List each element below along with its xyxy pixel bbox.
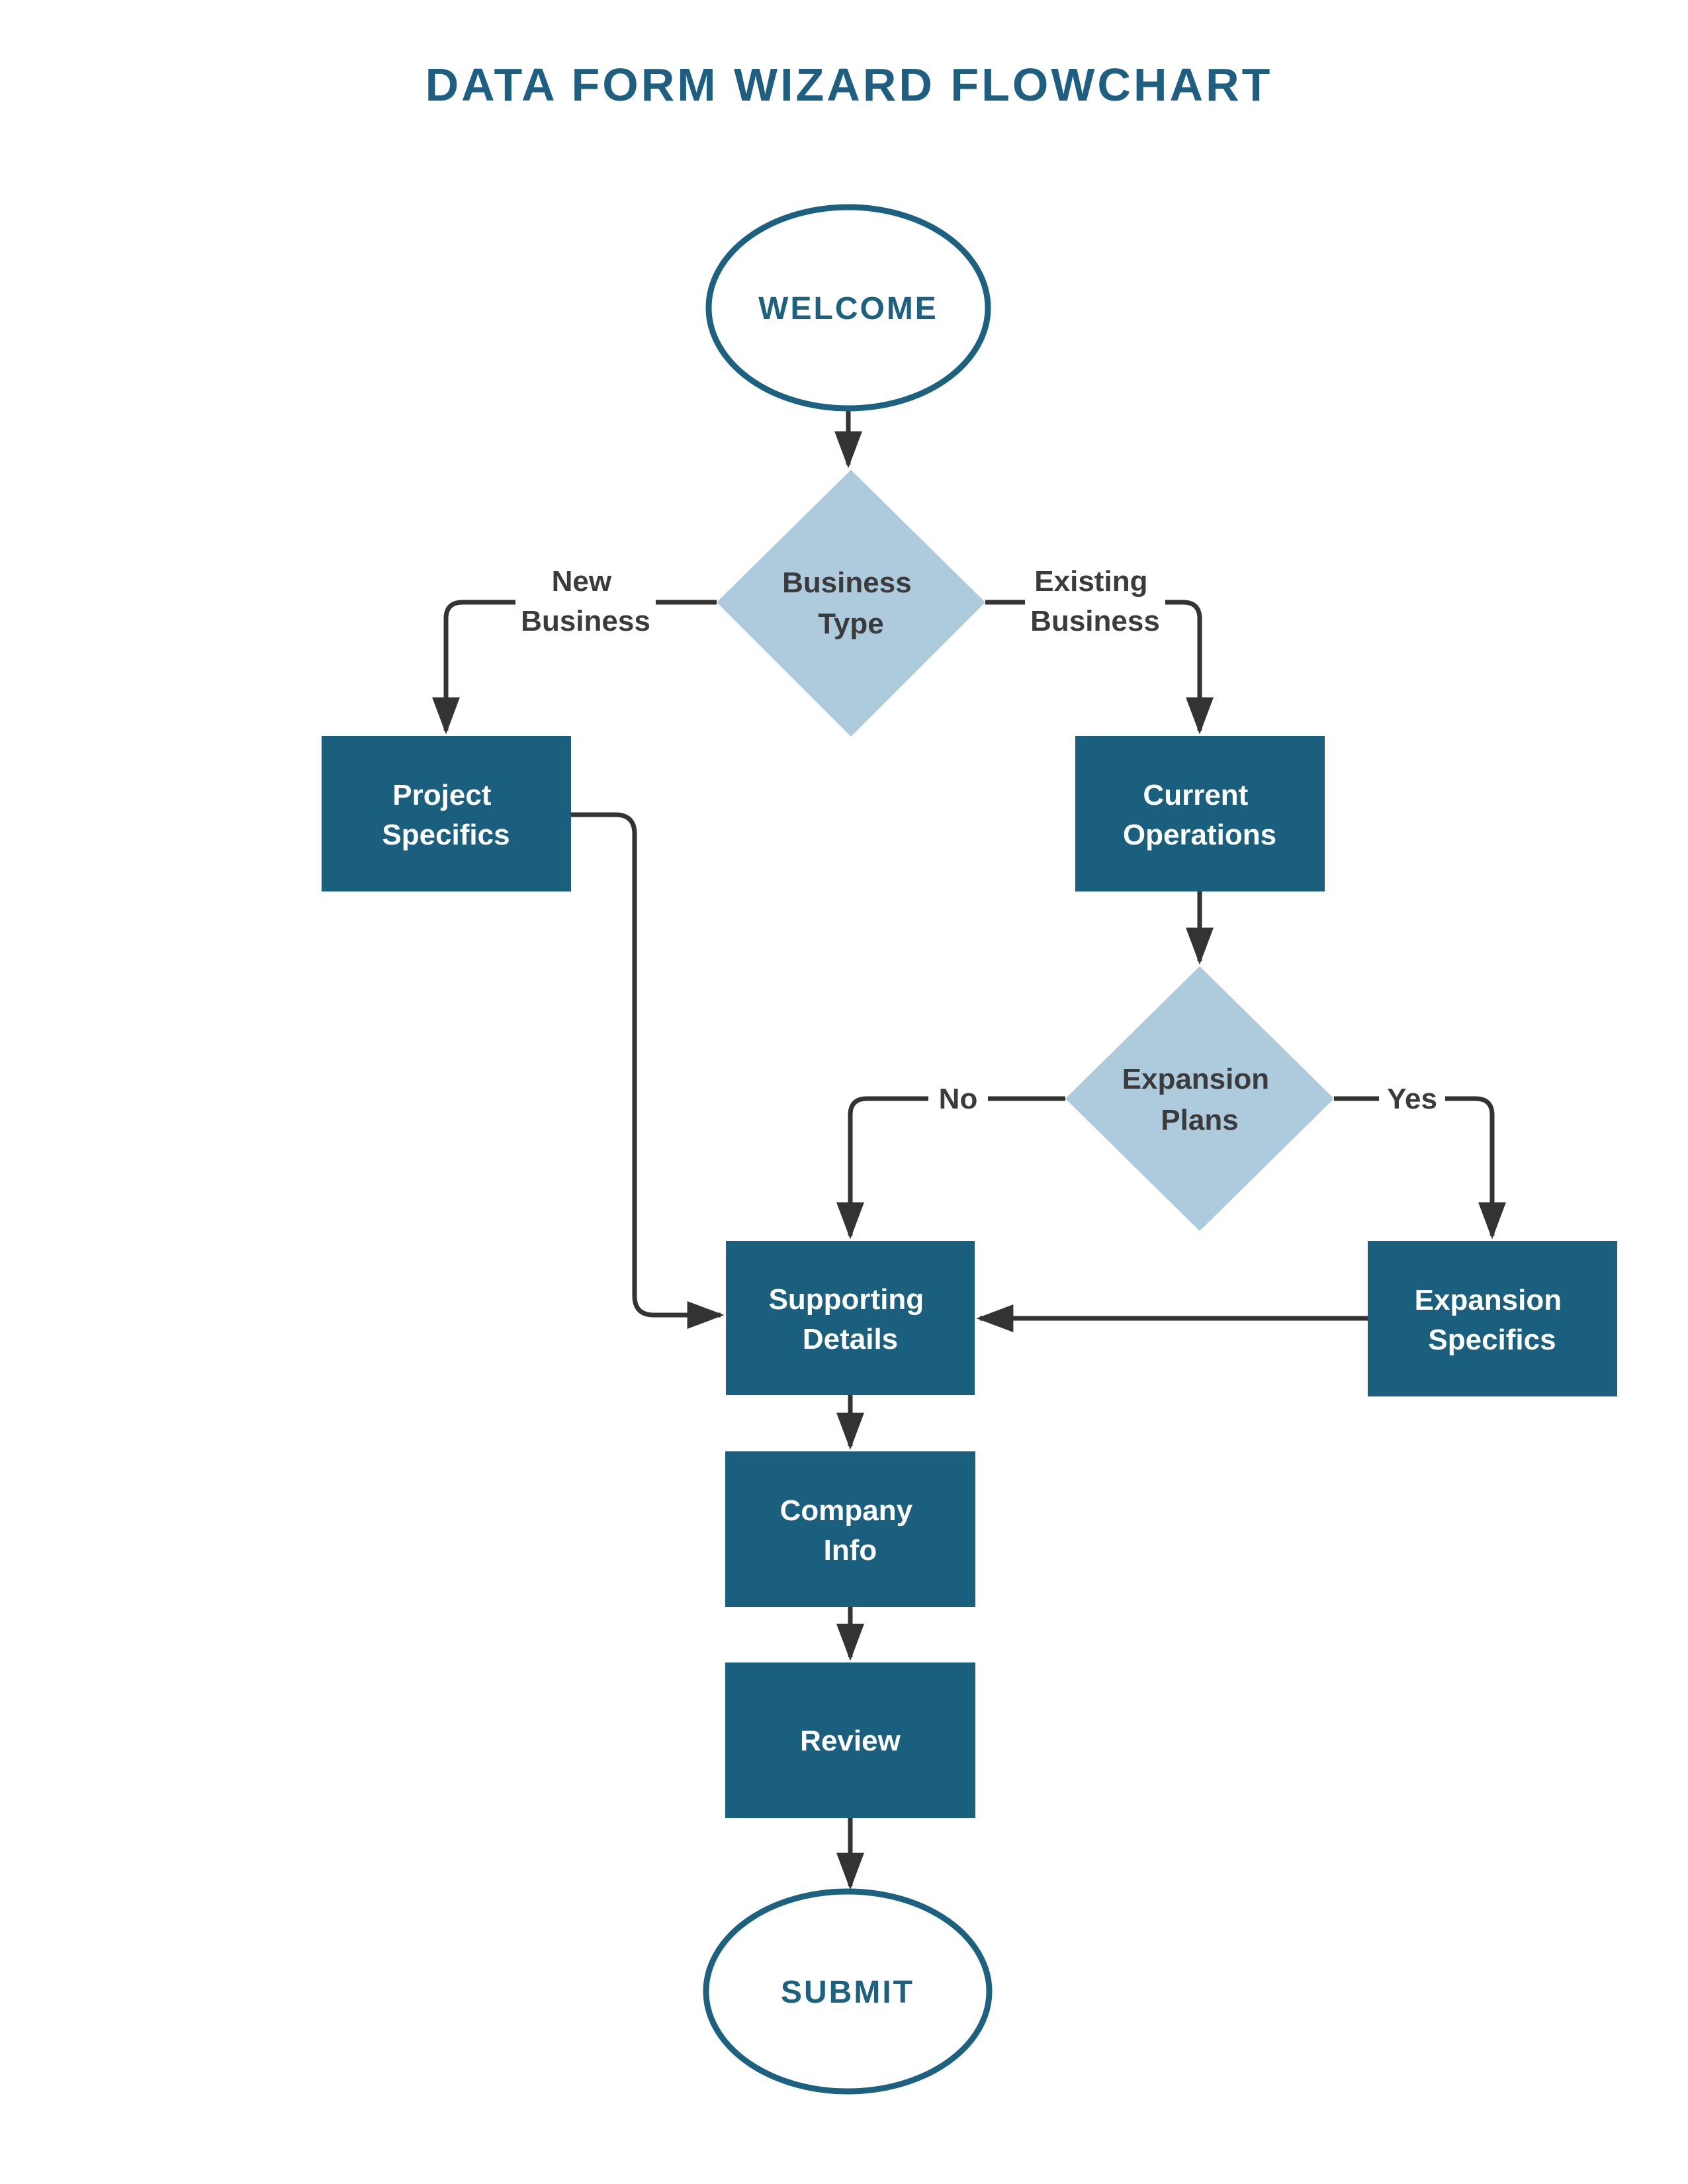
supporting-details-box xyxy=(726,1241,975,1395)
node-expansion-specifics: Expansion Specifics xyxy=(1368,1241,1617,1396)
current-operations-box xyxy=(1075,736,1325,891)
label-mask xyxy=(1379,1075,1445,1122)
node-supporting-details-label: Supporting Details xyxy=(769,1283,932,1355)
edge-label-existing-business: Existing Business xyxy=(1030,565,1160,637)
project-specifics-box xyxy=(322,736,571,891)
connector-business-type-to-project-specifics xyxy=(432,600,717,735)
node-expansion-specifics-label: Expansion Specifics xyxy=(1415,1284,1570,1356)
connector-project-specifics-to-supporting-details xyxy=(571,812,725,1329)
page-title: DATA FORM WIZARD FLOWCHART xyxy=(425,59,1273,111)
node-welcome: WELCOME xyxy=(705,204,991,412)
connector-expansion-plans-no-to-supporting-details xyxy=(836,1096,1065,1240)
node-submit-label: SUBMIT xyxy=(781,1975,914,2010)
expansion-plans-diamond xyxy=(1065,966,1334,1231)
connector-business-type-to-current-operations xyxy=(985,600,1214,735)
edge-label-new-business: New Business xyxy=(521,565,650,637)
node-current-operations-label: Current Operations xyxy=(1123,779,1276,851)
submit-oval xyxy=(703,1888,993,2095)
node-expansion-plans: Expansion Plans xyxy=(1065,966,1334,1231)
node-company-info-label: Company Info xyxy=(780,1494,921,1567)
node-project-specifics-label: Project Specifics xyxy=(382,779,510,851)
node-welcome-label: WELCOME xyxy=(758,291,938,326)
node-review-label: Review xyxy=(800,1725,901,1757)
edge-label-yes: Yes xyxy=(1387,1083,1437,1115)
expansion-specifics-box xyxy=(1368,1241,1617,1396)
edge-label-no: No xyxy=(939,1083,978,1115)
node-current-operations: Current Operations xyxy=(1075,736,1325,891)
node-project-specifics: Project Specifics xyxy=(322,736,571,891)
connector-expansion-plans-yes-to-expansion-specifics xyxy=(1334,1096,1506,1240)
business-type-diamond xyxy=(717,470,985,737)
review-box xyxy=(725,1662,975,1818)
node-review: Review xyxy=(725,1662,975,1818)
node-supporting-details: Supporting Details xyxy=(726,1241,975,1395)
node-business-type: Business Type xyxy=(717,470,985,737)
label-mask xyxy=(1025,566,1165,639)
company-info-box xyxy=(725,1451,975,1607)
node-submit: SUBMIT xyxy=(703,1888,993,2095)
node-company-info: Company Info xyxy=(725,1451,975,1607)
node-business-type-label: Business Type xyxy=(782,567,920,640)
welcome-oval xyxy=(705,204,991,412)
node-expansion-plans-label: Expansion Plans xyxy=(1122,1063,1278,1136)
label-mask xyxy=(928,1075,988,1122)
label-mask xyxy=(515,566,656,639)
